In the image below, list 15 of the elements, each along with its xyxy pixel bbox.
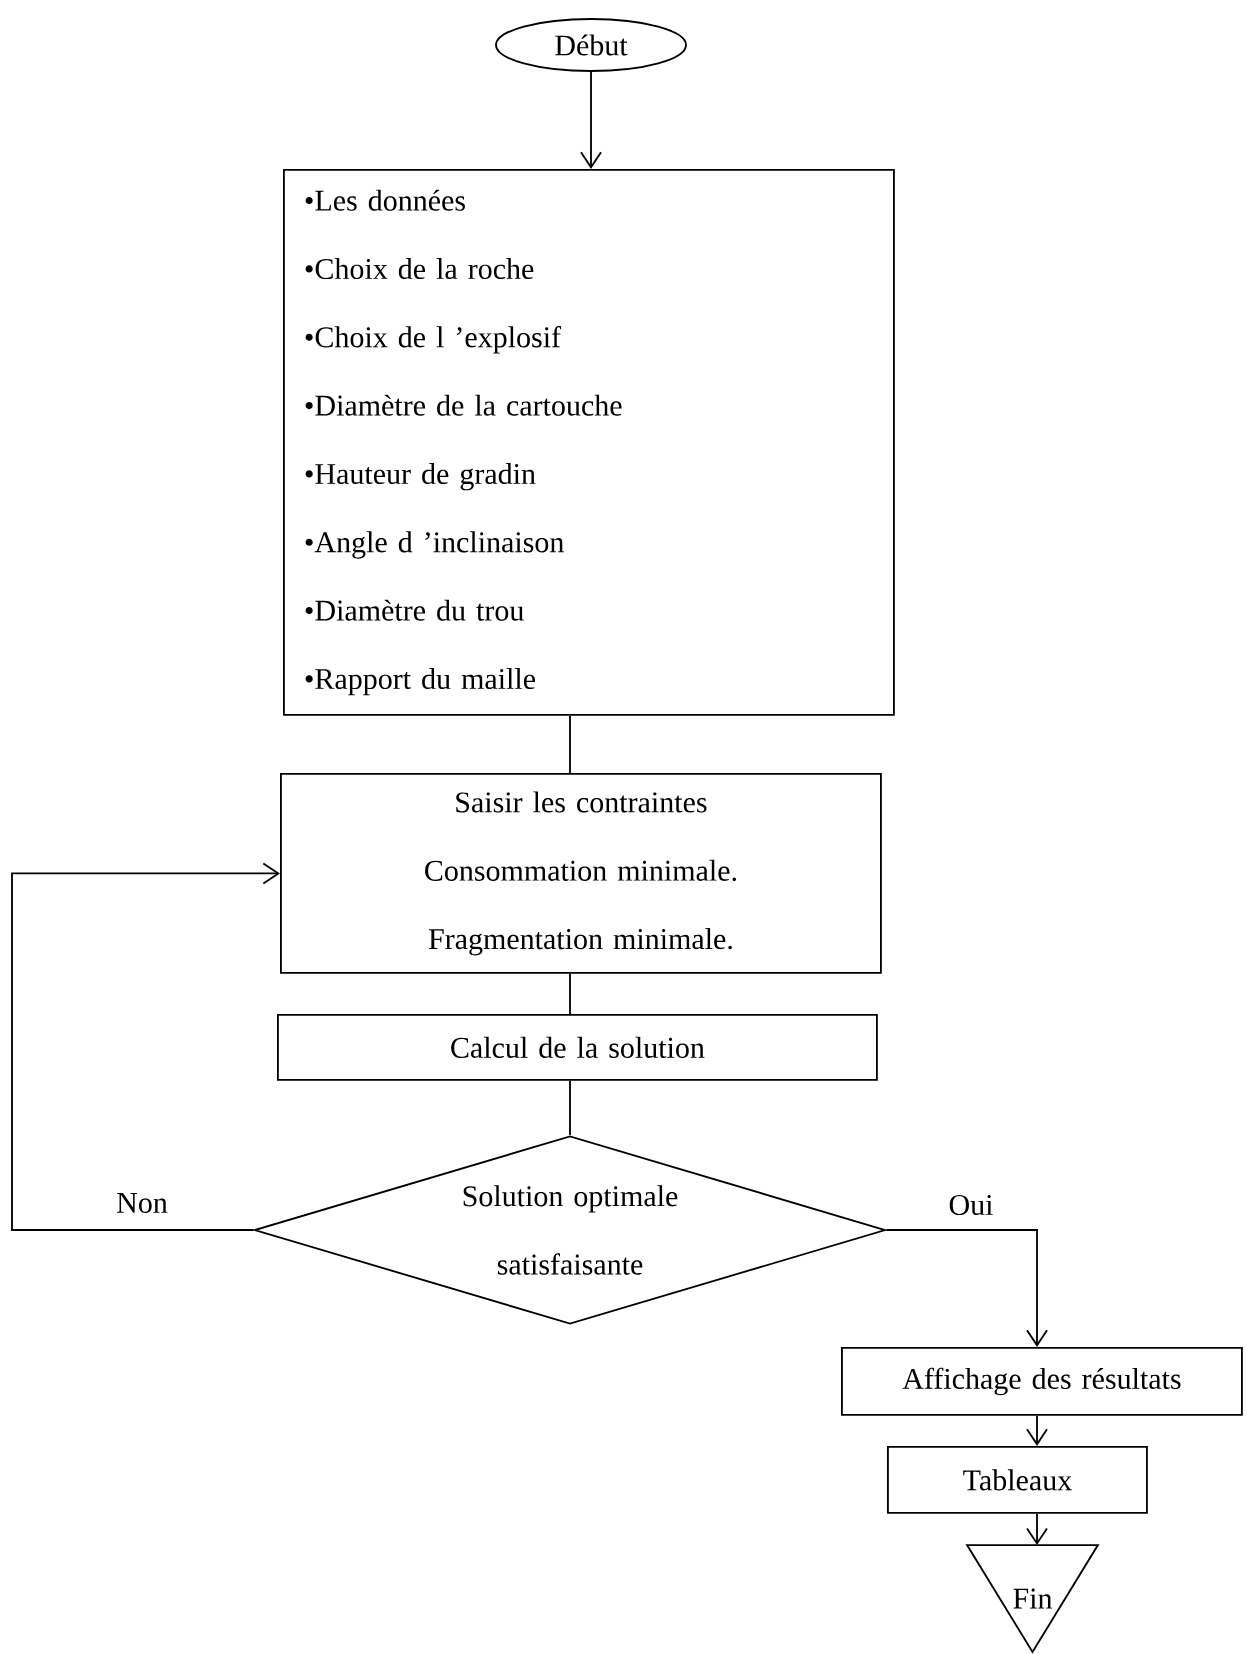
arrow	[580, 71, 602, 169]
output-box: Affichage des résultats	[841, 1347, 1243, 1416]
input-list-box: •Les données •Choix de la roche •Choix de l ’explosif •Diamètre de la cartouche •Hauteur de gradin •Angle d ’inclinaison •Diamètre du trou •Rapport du maille	[283, 169, 895, 716]
process-box: Saisir les contraintes Consommation minimale. Fragmentation minimale.	[280, 773, 882, 974]
arrow	[1026, 1414, 1048, 1446]
connector-line	[569, 972, 571, 1015]
process-box: Calcul de la solution	[277, 1014, 878, 1081]
connector-line	[569, 1079, 571, 1136]
arrow	[1026, 1512, 1048, 1546]
output-box: Tableaux	[887, 1446, 1148, 1514]
arrow	[11, 862, 280, 1231]
arrow	[885, 1229, 1048, 1347]
connector-line	[569, 714, 571, 774]
edge-label: Non	[114, 1191, 170, 1215]
edge-label: Oui	[946, 1193, 996, 1217]
